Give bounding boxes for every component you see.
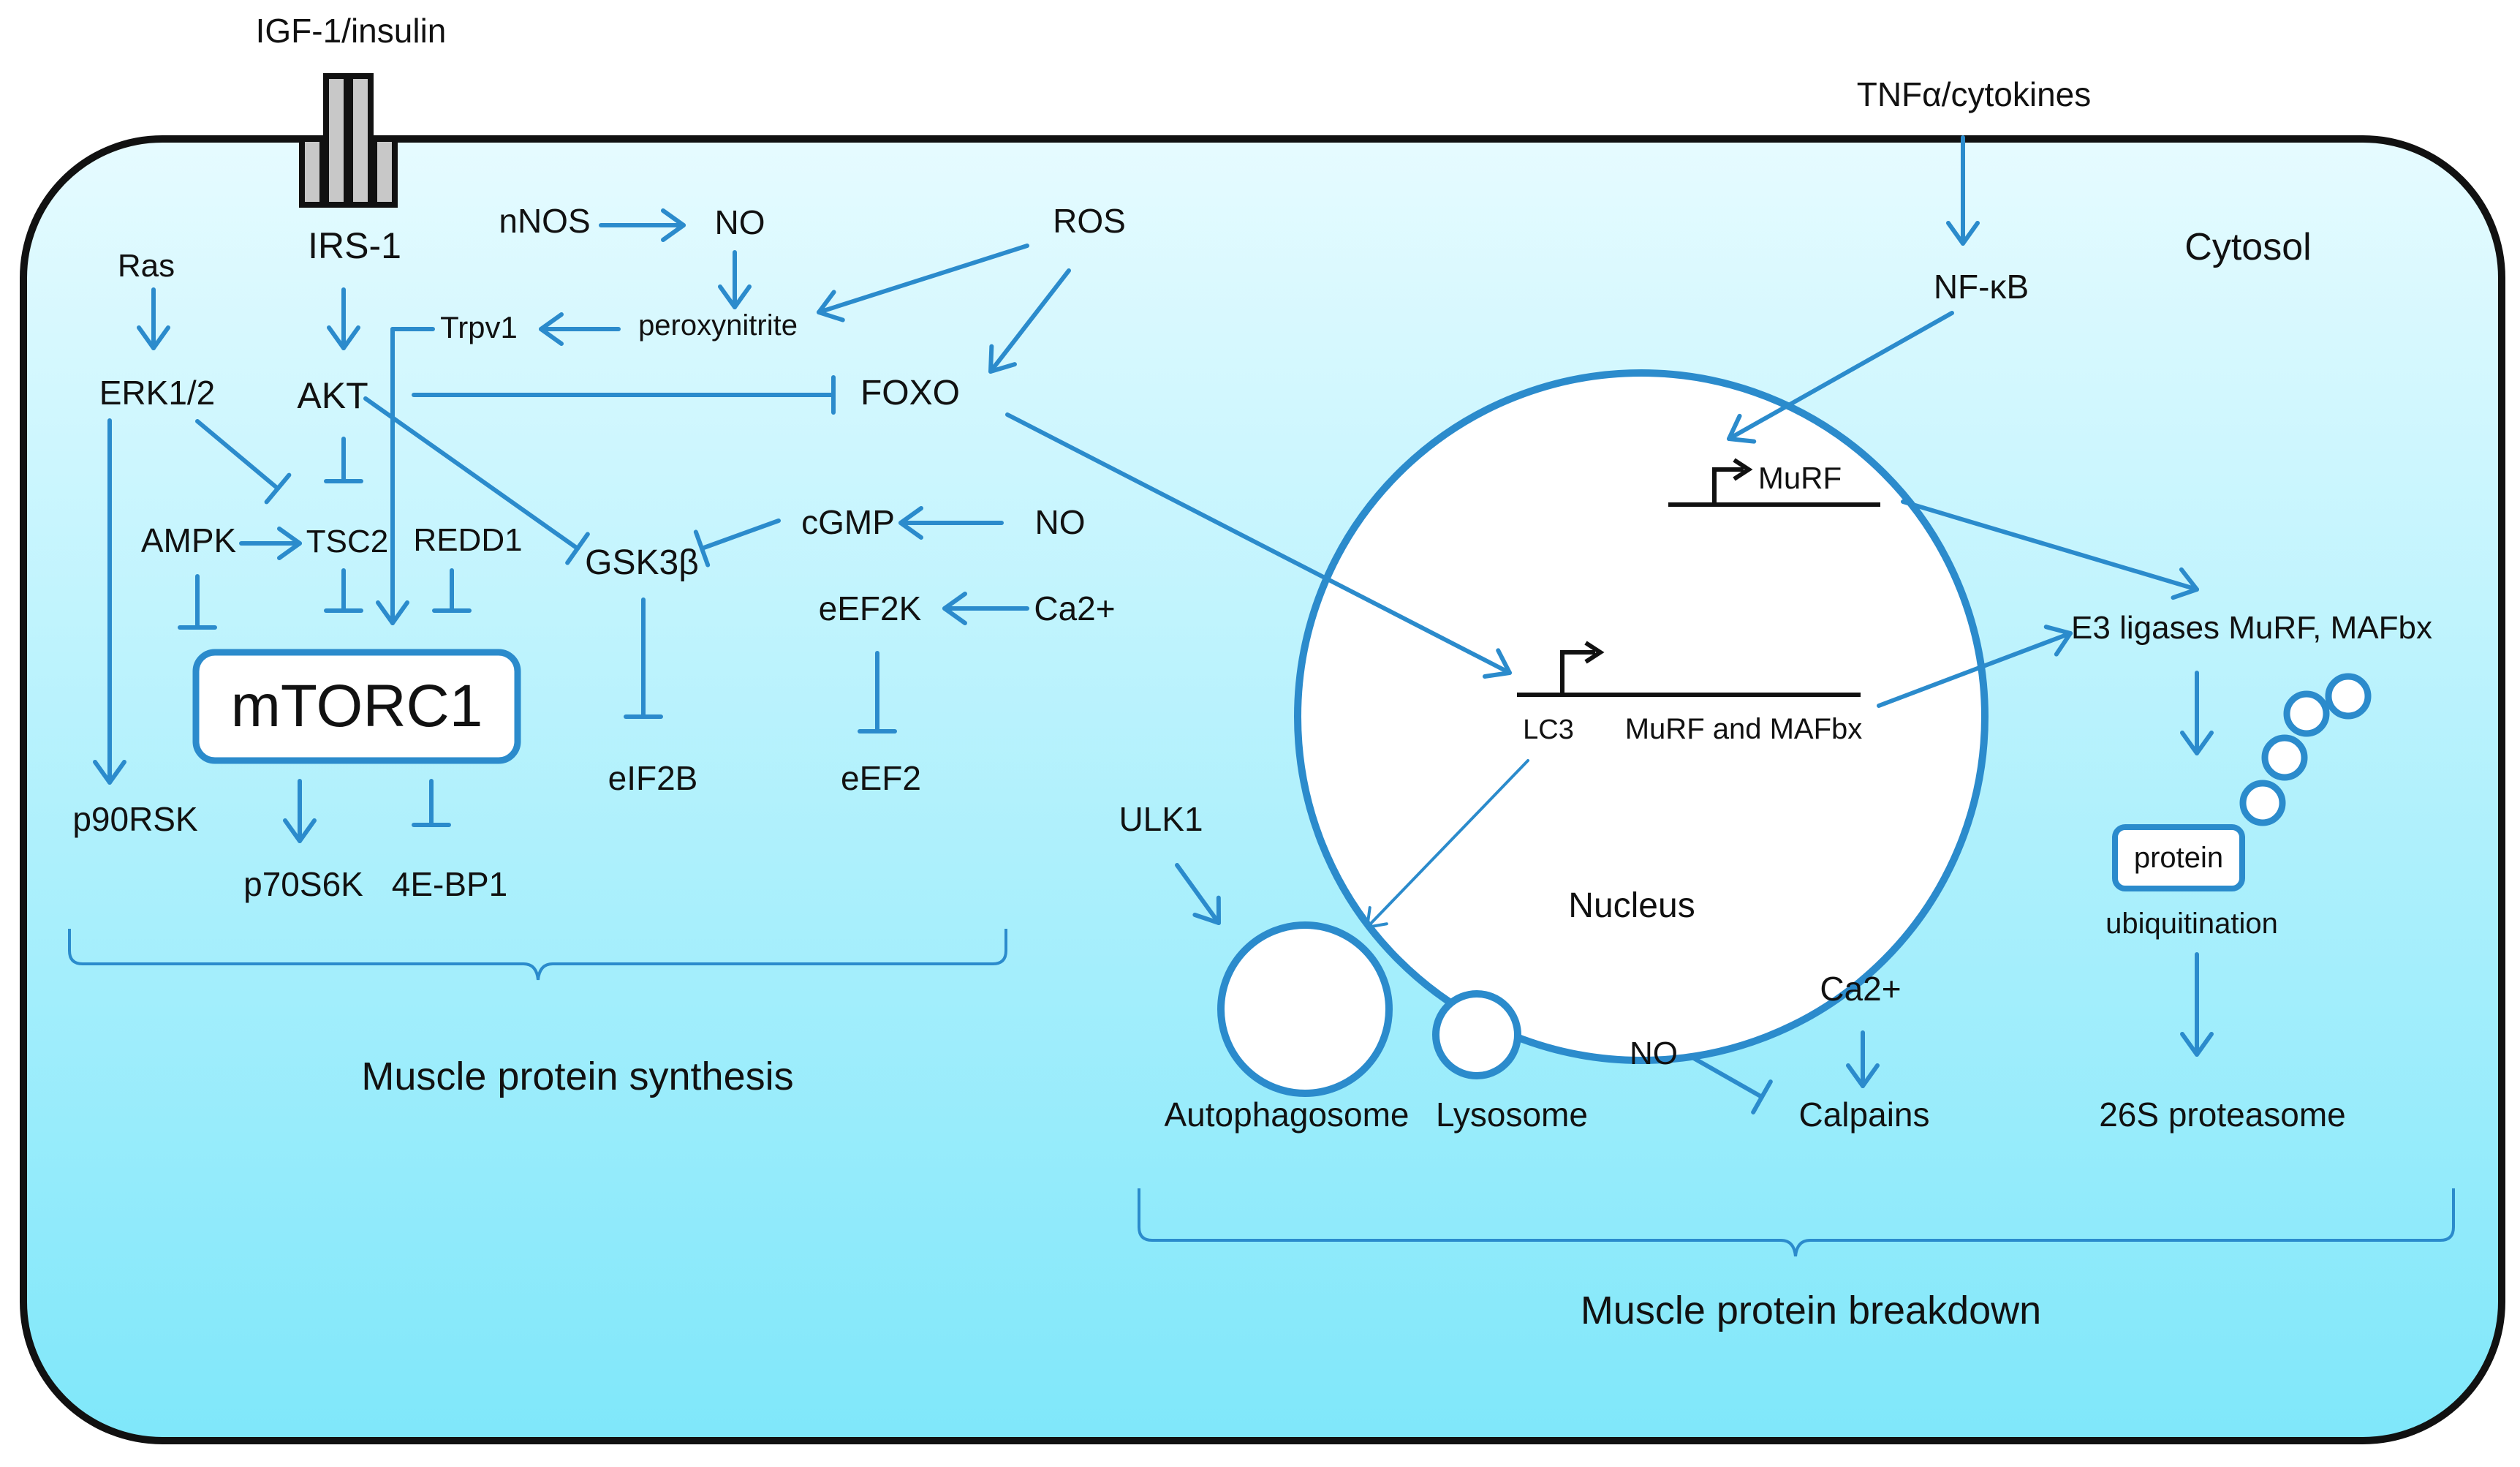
node-tsc2: TSC2	[306, 524, 388, 559]
edge-mafbx-e3	[1877, 625, 2073, 708]
edge-ampk-tsc2	[239, 527, 302, 560]
nucleus-circle	[1294, 369, 1989, 1064]
edge-murf-e3	[1901, 499, 2199, 600]
node-murf-gene: MuRF	[1758, 461, 1842, 495]
mtorc1-box	[192, 649, 521, 764]
edge-erk-p90rsk	[93, 418, 126, 785]
ubiquitin-chain-icon	[2239, 673, 2372, 826]
node-murf-mafbx: MuRF and MAFbx	[1625, 713, 1863, 745]
edge-gsk3b-eif2b-inhibit	[624, 597, 663, 719]
edge-ulk1-autophagosome	[1175, 863, 1221, 925]
edge-ca-calpains	[1846, 1030, 1880, 1088]
node-lc3: LC3	[1523, 714, 1574, 745]
node-gsk3b: GSK3β	[585, 543, 699, 582]
edge-peroxynitrite-trpv1	[539, 312, 621, 346]
node-redd1: REDD1	[413, 522, 522, 558]
pathway-edges	[93, 135, 2214, 1115]
edge-lc3-autophagosome	[1366, 759, 1529, 929]
node-akt: AKT	[297, 375, 368, 416]
edge-redd1-mtorc1-inhibit	[432, 568, 472, 613]
autophagosome-circle	[1217, 921, 1393, 1097]
node-irs1: IRS-1	[308, 225, 401, 266]
label-cytosol: Cytosol	[2184, 226, 2311, 268]
node-nnos: nNOS	[499, 202, 590, 240]
node-no-top: NO	[715, 203, 765, 241]
node-4ebp1: 4E-BP1	[392, 865, 508, 903]
edge-mtorc1-p70s6k	[283, 779, 317, 843]
node-foxo: FOXO	[860, 374, 960, 412]
node-no-cgmp: NO	[1035, 503, 1086, 541]
group-breakdown: Muscle protein breakdown	[1581, 1289, 2041, 1332]
node-no-calpain: NO	[1630, 1036, 1678, 1071]
edge-ubiquitination-proteasome	[2180, 952, 2214, 1057]
node-e3-ligases: E3 ligases MuRF, MAFbx	[2071, 610, 2432, 646]
edge-akt-foxo-inhibit	[412, 375, 836, 415]
edge-tnf-nfkb	[1946, 135, 1980, 246]
node-ca-eef2k: Ca2+	[1034, 589, 1115, 627]
edge-akt-tsc2-inhibit	[324, 437, 363, 483]
node-lysosome: Lysosome	[1436, 1095, 1588, 1134]
murf-gene	[1668, 458, 1880, 507]
edge-no-peroxynitrite	[718, 250, 752, 309]
node-ras: Ras	[118, 248, 175, 284]
edge-ca-eef2k	[942, 592, 1029, 625]
node-eif2b: eIF2B	[608, 759, 698, 797]
edge-cgmp-gsk3b-inhibit	[693, 518, 781, 567]
edge-tsc2-mtorc1-inhibit	[324, 568, 363, 613]
lc3-mafbx-gene	[1517, 641, 1861, 697]
edge-nfkb-murf	[1727, 311, 1954, 444]
node-ulk1: ULK1	[1119, 800, 1203, 838]
edge-trpv1-mtorc1	[376, 327, 435, 625]
node-eef2: eEF2	[841, 759, 921, 797]
node-proteasome: 26S proteasome	[2099, 1095, 2346, 1134]
edge-ampk-mtorc1-inhibit	[178, 574, 217, 630]
edge-mtorc1-4ebp1-inhibit	[412, 779, 451, 827]
label-nucleus: Nucleus	[1568, 886, 1695, 925]
node-trpv1: Trpv1	[440, 310, 518, 344]
edge-e3-ubiquitination	[2180, 671, 2214, 755]
cell-membrane	[20, 135, 2505, 1444]
igf1-receptor-icon	[299, 73, 398, 208]
edge-foxo-lc3	[1005, 412, 1512, 679]
node-ampk: AMPK	[141, 521, 237, 559]
node-ca-calpain: Ca2+	[1820, 970, 1901, 1008]
breakdown-brace	[1138, 1188, 2455, 1257]
node-autophagosome: Autophagosome	[1164, 1095, 1409, 1134]
edge-erk-tsc2-inhibit	[195, 419, 292, 505]
edge-eef2k-eef2-inhibit	[858, 651, 897, 734]
node-eef2k: eEF2K	[819, 589, 922, 627]
node-erk: ERK1/2	[99, 374, 216, 412]
label-igf1: IGF-1/insulin	[256, 12, 447, 50]
synthesis-brace	[68, 929, 1007, 981]
node-cgmp: cGMP	[801, 503, 895, 541]
node-nfkb: NF-κB	[1934, 268, 2029, 306]
edge-akt-gsk3b-inhibit	[363, 396, 590, 565]
node-p70s6k: p70S6K	[243, 865, 363, 903]
protein-box	[2112, 824, 2245, 891]
node-ubiquitination: ubiquitination	[2105, 908, 2278, 940]
node-ros: ROS	[1053, 202, 1126, 240]
node-mtorc1: mTORC1	[231, 673, 483, 739]
node-peroxynitrite: peroxynitrite	[638, 309, 798, 342]
node-protein: protein	[2134, 842, 2223, 874]
lysosome-circle	[1432, 990, 1521, 1079]
edge-nnos-no	[599, 208, 686, 242]
edge-ras-erk	[137, 287, 170, 350]
edge-no-calpains-inhibit	[1690, 1055, 1773, 1115]
edge-no-cgmp	[898, 506, 1004, 540]
edge-ros-peroxynitrite	[817, 244, 1029, 323]
node-p90rsk: p90RSK	[72, 800, 198, 838]
edge-irs1-akt	[327, 287, 360, 350]
node-calpains: Calpains	[1799, 1095, 1930, 1134]
group-synthesis: Muscle protein synthesis	[361, 1055, 793, 1098]
edge-ros-foxo	[988, 268, 1071, 374]
label-tnf: TNFα/cytokines	[1857, 75, 2092, 113]
